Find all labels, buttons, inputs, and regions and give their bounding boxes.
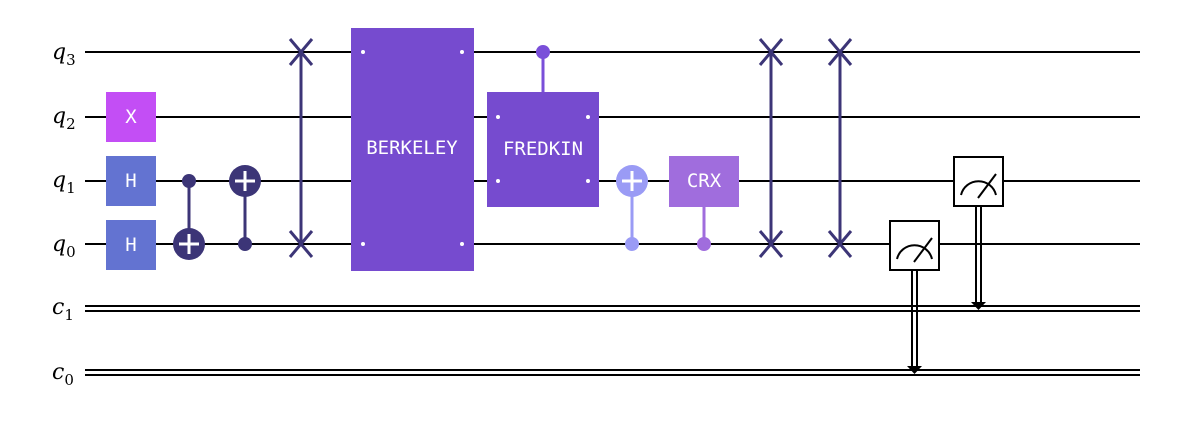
crx-gate: CRX xyxy=(669,156,739,251)
fredkin-port-dot xyxy=(586,115,590,119)
fredkin-port-dot xyxy=(586,179,590,183)
swap-gate-3 xyxy=(827,38,853,258)
wire-label-c1-index: 1 xyxy=(64,306,74,324)
cx-gate-2-control xyxy=(238,237,252,251)
wire-label-q0-name: q xyxy=(52,232,66,257)
wire-label-c0: c0 xyxy=(52,360,74,389)
h-gate-q1: H xyxy=(106,156,156,206)
h-gate-q1-box xyxy=(106,156,156,206)
cx-gate-3 xyxy=(616,165,648,251)
measure-q0-arc xyxy=(896,244,933,260)
berkeley-gate-box xyxy=(351,28,474,271)
cross-icon xyxy=(288,38,314,66)
cross-icon xyxy=(827,38,853,66)
x-gate-label: X xyxy=(125,106,137,128)
swap-gate-1 xyxy=(288,38,314,258)
berkeley-port-dot xyxy=(460,242,464,246)
wire-label-q3: q3 xyxy=(52,40,76,69)
classical-wires xyxy=(85,305,1140,376)
h-gate-q0: H xyxy=(106,220,156,270)
berkeley-port-dot xyxy=(460,50,464,54)
swap-gate-3-cross-bottom-b xyxy=(827,230,853,258)
h-gate-q0-label: H xyxy=(125,234,136,256)
wire-label-q0-index: 0 xyxy=(66,243,76,261)
crx-gate-control xyxy=(697,237,711,251)
swap-gate-2-cross-top-b xyxy=(758,38,784,66)
wire-label-q1: q1 xyxy=(52,168,76,197)
cx-gate-1 xyxy=(173,174,205,260)
swap-gate-1-cross-bottom-b xyxy=(288,230,314,258)
crx-gate-box xyxy=(669,156,739,207)
cross-icon xyxy=(758,230,784,258)
x-gate: X xyxy=(106,92,156,142)
wire-label-c1: c1 xyxy=(52,295,74,324)
cross-icon xyxy=(758,38,784,66)
swap-gate-2-cross-bottom-b xyxy=(758,230,784,258)
wire-label-q1-name: q xyxy=(52,168,66,193)
cross-icon xyxy=(288,230,314,258)
fredkin-gate-box xyxy=(487,92,599,207)
berkeley-gate-label: BERKELEY xyxy=(366,137,458,159)
meter-icon xyxy=(960,173,997,199)
wire-label-q3-index: 3 xyxy=(66,51,76,69)
fredkin-gate-label: FREDKIN xyxy=(503,138,583,160)
wire-label-q0: q0 xyxy=(52,232,76,261)
cx-gate-3-control xyxy=(625,237,639,251)
swap-gate-3-cross-top-b xyxy=(827,38,853,66)
wire-label-q2-index: 2 xyxy=(66,115,76,133)
x-gate-box xyxy=(106,92,156,142)
fredkin-port-dot xyxy=(496,179,500,183)
berkeley-port-dot xyxy=(361,50,365,54)
wire-label-q1-index: 1 xyxy=(66,179,76,197)
measure-q0-needle xyxy=(913,237,933,263)
measure-q1-arc xyxy=(960,180,997,196)
wire-label-c0-index: 0 xyxy=(64,371,74,389)
wire-label-c1-name: c xyxy=(52,295,64,320)
fredkin-port-dot xyxy=(496,115,500,119)
cx-gate-1-control xyxy=(182,174,196,188)
cx-gate-2 xyxy=(229,165,261,251)
berkeley-port-dot xyxy=(361,242,365,246)
measure-q0-arrow xyxy=(907,366,922,374)
wire-label-c0-name: c xyxy=(52,360,64,385)
fredkin-gate: FREDKIN xyxy=(487,45,599,207)
wire-label-q3-name: q xyxy=(52,40,66,65)
measure-q1 xyxy=(953,156,1004,310)
h-gate-q0-box xyxy=(106,220,156,270)
crx-gate-label: CRX xyxy=(687,170,722,192)
measure-q0 xyxy=(889,220,940,374)
measure-q1-arrow xyxy=(971,302,986,310)
measure-q1-needle xyxy=(977,173,997,199)
cross-icon xyxy=(827,230,853,258)
wire-label-q2-name: q xyxy=(52,104,66,129)
berkeley-gate: BERKELEY xyxy=(351,28,474,271)
swap-gate-2 xyxy=(758,38,784,258)
wire-labels: q3 q2 q1 q0 c1 c0 xyxy=(52,40,76,389)
fredkin-gate-control xyxy=(536,45,550,59)
wire-label-q2: q2 xyxy=(52,104,76,133)
meter-icon xyxy=(896,237,933,263)
swap-gate-1-cross-top-b xyxy=(288,38,314,66)
h-gate-q1-label: H xyxy=(125,170,136,192)
